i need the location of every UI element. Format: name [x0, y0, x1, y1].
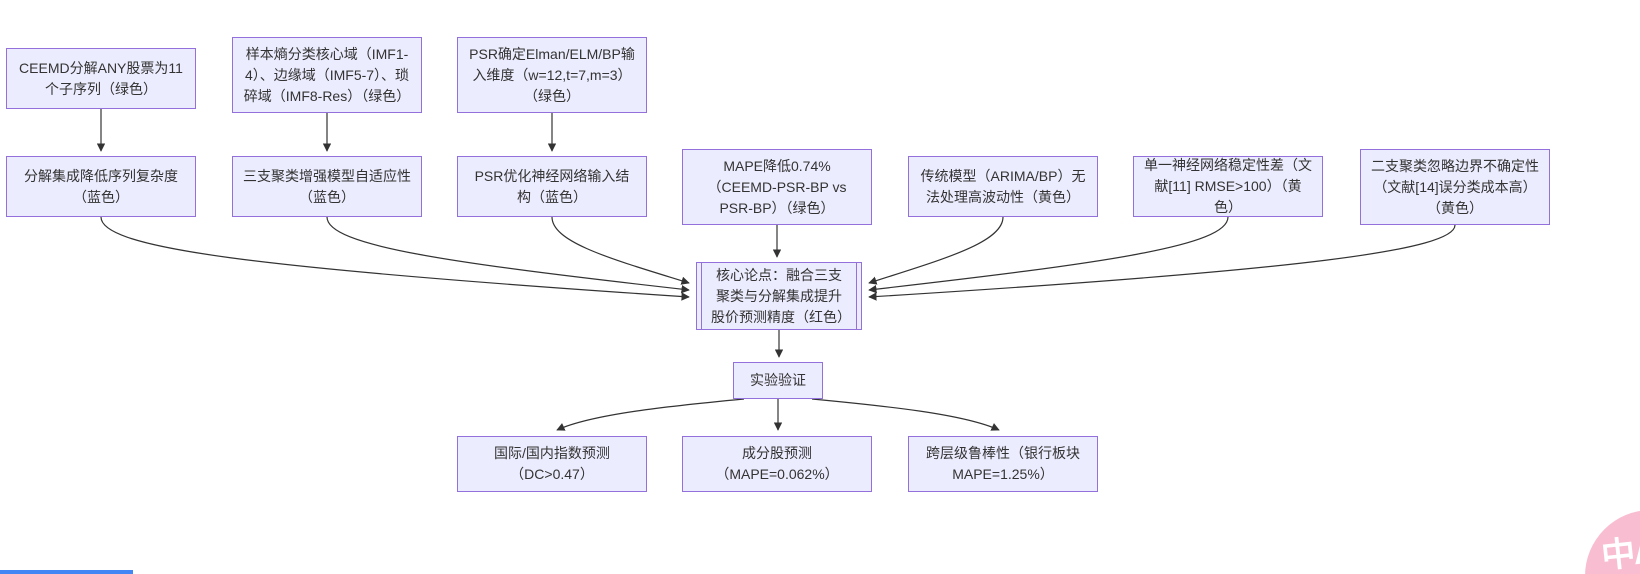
node-label: 三支聚类增强模型自适应性（蓝色） — [243, 167, 411, 205]
edge-e-k — [326, 216, 690, 294]
node-experiment-validation: 实验验证 — [733, 362, 823, 399]
node-label: PSR确定Elman/ELM/BP输入维度（w=12,t=7,m=3）（绿色） — [469, 45, 635, 104]
node-label: PSR优化神经网络输入结构（蓝色） — [474, 167, 630, 205]
node-label: 国际/国内指数预测（DC>0.47） — [494, 445, 610, 482]
node-mape-reduction: MAPE降低0.74%（CEEMD-PSR-BP vs PSR-BP）（绿色） — [682, 149, 872, 225]
node-label: 二支聚类忽略边界不确定性（文献[14]误分类成本高）（黄色） — [1371, 157, 1539, 216]
translate-icon: 中A — [1599, 532, 1640, 574]
edge-l-o — [811, 398, 1000, 431]
node-label: 成分股预测（MAPE=0.062%） — [715, 445, 839, 482]
node-core-thesis: 核心论点：融合三支聚类与分解集成提升股价预测精度（红色） — [696, 262, 862, 330]
node-label: 分解集成降低序列复杂度（蓝色） — [24, 167, 178, 205]
edge-f-k — [551, 216, 690, 285]
horizontal-scrollbar-thumb[interactable] — [0, 570, 133, 574]
node-sample-entropy-domains: 样本熵分类核心域（IMF1-4）、边缘域（IMF5-7）、琐碎域（IMF8-Re… — [232, 37, 422, 113]
node-psr-input-structure: PSR优化神经网络输入结构（蓝色） — [457, 156, 647, 217]
node-single-nn-instability: 单一神经网络稳定性差（文献[11] RMSE>100）（黄色） — [1133, 156, 1323, 217]
node-psr-input-dimension: PSR确定Elman/ELM/BP输入维度（w=12,t=7,m=3）（绿色） — [457, 37, 647, 113]
edge-i-k — [868, 216, 1229, 294]
node-two-way-boundary-uncertainty: 二支聚类忽略边界不确定性（文献[14]误分类成本高）（黄色） — [1360, 149, 1550, 225]
node-label: 核心论点：融合三支聚类与分解集成提升股价预测精度（红色） — [711, 266, 851, 325]
node-label: 跨层级鲁棒性（银行板块MAPE=1.25%） — [926, 445, 1080, 482]
edge-j-k — [868, 224, 1456, 301]
node-label: MAPE降低0.74%（CEEMD-PSR-BP vs PSR-BP）（绿色） — [707, 157, 847, 216]
node-ceemd-decompose: CEEMD分解ANY股票为11个子序列（绿色） — [6, 48, 196, 109]
node-label: 样本熵分类核心域（IMF1-4）、边缘域（IMF5-7）、琐碎域（IMF8-Re… — [243, 45, 411, 104]
node-label: CEEMD分解ANY股票为11个子序列（绿色） — [19, 59, 183, 97]
node-label: 传统模型（ARIMA/BP）无法处理高波动性（黄色） — [920, 167, 1086, 205]
node-constituent-prediction: 成分股预测（MAPE=0.062%） — [682, 436, 872, 492]
node-index-prediction: 国际/国内指数预测（DC>0.47） — [457, 436, 647, 492]
node-label: 单一神经网络稳定性差（文献[11] RMSE>100）（黄色） — [1144, 157, 1312, 215]
edge-d-k — [100, 216, 690, 301]
node-label: 实验验证 — [750, 372, 806, 388]
node-three-way-adaptivity: 三支聚类增强模型自适应性（蓝色） — [232, 156, 422, 217]
node-cross-level-robustness: 跨层级鲁棒性（银行板块MAPE=1.25%） — [908, 436, 1098, 492]
node-decomposition-complexity: 分解集成降低序列复杂度（蓝色） — [6, 156, 196, 217]
edge-h-k — [868, 216, 1004, 285]
edge-l-m — [556, 398, 745, 431]
node-traditional-model-limits: 传统模型（ARIMA/BP）无法处理高波动性（黄色） — [908, 156, 1098, 217]
